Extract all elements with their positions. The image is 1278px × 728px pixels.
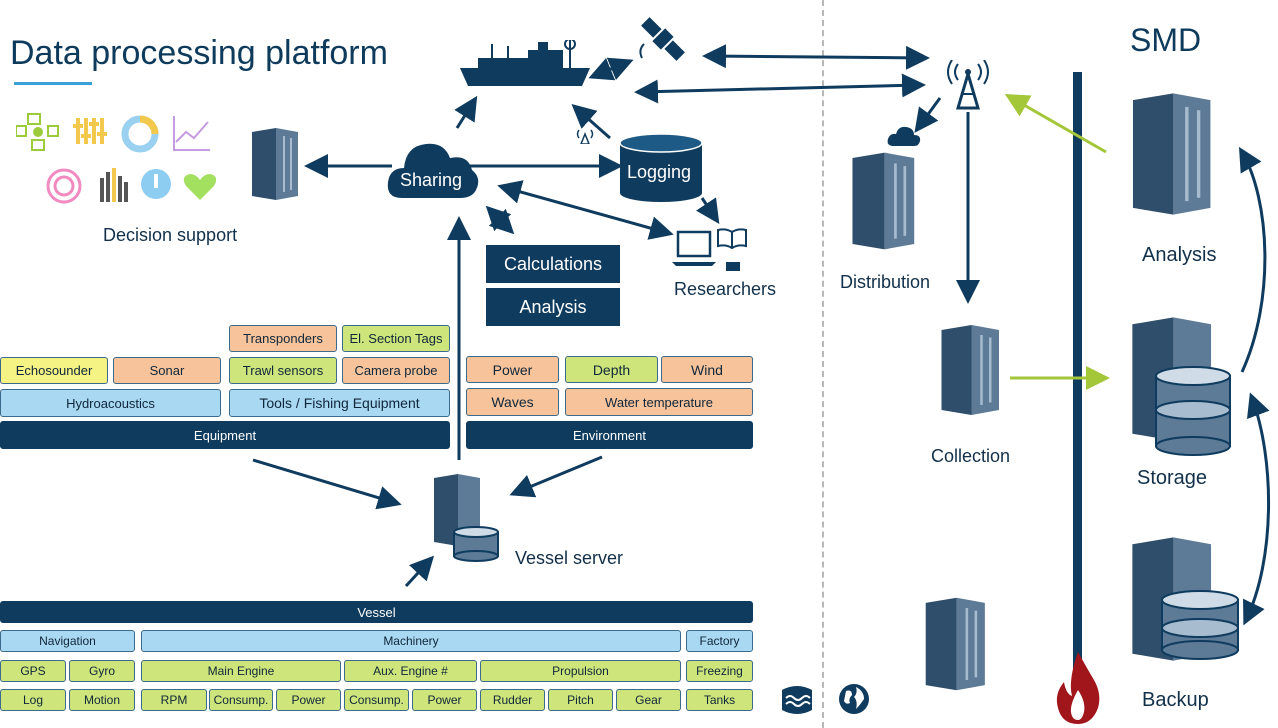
arrow-environment-vessel-server — [509, 455, 603, 498]
arrow-analysis-tower — [1004, 94, 1107, 154]
analysis-server-icon — [1132, 93, 1211, 215]
box-motion: Motion — [69, 689, 135, 711]
smd-backbone — [1073, 72, 1082, 672]
arrow-vessel-vessel-server — [404, 555, 435, 588]
box-gps: GPS — [0, 660, 66, 682]
distribution-label: Distribution — [840, 272, 931, 292]
arrow-logging-researchers — [696, 197, 720, 224]
box-navigation: Navigation — [0, 630, 135, 652]
box-camera-probe: Camera probe — [342, 357, 450, 384]
ship-icon — [460, 40, 590, 86]
arrow-sharing-researchers — [497, 180, 674, 240]
box-depth: Depth — [565, 356, 658, 383]
arrow-ship-tower — [634, 73, 926, 104]
arrow-ship-satellite — [588, 57, 634, 81]
box-echosounder: Echosounder — [0, 357, 108, 384]
smd-title: SMD — [1130, 22, 1202, 58]
collection-label: Collection — [931, 446, 1011, 466]
box-propulsion: Propulsion — [480, 660, 681, 682]
analysis-smd-label: Analysis — [1142, 244, 1217, 266]
target-icon — [46, 168, 82, 204]
researchers-label: Researchers — [674, 279, 777, 299]
backup-label-bg — [1124, 664, 1242, 726]
antenna-tower-icon — [947, 60, 989, 110]
box-el-section-tags: El. Section Tags — [342, 325, 450, 352]
arrow-tower-distribution — [914, 97, 942, 133]
sharing-label: Sharing — [400, 170, 463, 190]
vessel-database-icon — [453, 526, 499, 562]
sharing-cloud — [387, 143, 479, 198]
title-underline — [14, 82, 92, 85]
laptop-icon — [672, 228, 747, 271]
analysis-box: Analysis — [486, 288, 620, 326]
bar-chart-icon — [100, 168, 128, 202]
box-factory: Factory — [686, 630, 753, 652]
box-consump-aux: Consump. — [344, 689, 409, 711]
globe-icon — [839, 684, 869, 714]
equipment-header: Equipment — [0, 421, 450, 449]
calculations-box: Calculations — [486, 245, 620, 283]
donut-chart-icon — [121, 115, 159, 153]
box-power: Power — [466, 356, 559, 383]
box-power-main: Power — [276, 689, 341, 711]
people-network-icon — [15, 113, 59, 151]
line-chart-icon — [173, 116, 210, 151]
vessel-header: Vessel — [0, 601, 753, 623]
vessel-server-label: Vessel server — [515, 548, 624, 568]
arrow-sharing-calculations — [485, 205, 515, 235]
box-consump-main: Consump. — [209, 689, 273, 711]
unlabeled-server-icon — [925, 597, 985, 691]
section-divider — [822, 0, 824, 728]
box-machinery: Machinery — [141, 630, 681, 652]
collection-server-icon — [941, 325, 999, 415]
arrow-storage-backup — [1243, 392, 1270, 626]
arrow-sharing-ship — [454, 95, 478, 129]
backup-database-icon — [1161, 590, 1239, 660]
logging-database-icon — [619, 133, 703, 202]
storage-label: Storage — [1137, 467, 1208, 489]
box-trawl-sensors: Trawl sensors — [229, 357, 337, 384]
environment-header: Environment — [466, 421, 753, 449]
water-icon — [782, 686, 812, 714]
heart-icon — [183, 174, 217, 200]
box-rpm: RPM — [141, 689, 207, 711]
fire-icon — [1056, 652, 1100, 724]
box-main-engine: Main Engine — [141, 660, 341, 682]
arrow-analysis-storage — [1238, 146, 1267, 373]
satellite-icon — [639, 17, 685, 61]
box-tanks: Tanks — [686, 689, 753, 711]
book-icon — [717, 228, 747, 250]
logging-label: Logging — [627, 162, 692, 182]
box-gear: Gear — [616, 689, 681, 711]
box-freezing: Freezing — [686, 660, 753, 682]
box-water-temperature: Water temperature — [565, 388, 753, 416]
arrow-logging-ship — [571, 104, 611, 140]
box-waves: Waves — [466, 388, 559, 416]
thermometer-icon — [141, 169, 171, 199]
cloud-icon — [887, 126, 921, 146]
decision-server-icon — [252, 128, 298, 200]
box-pitch: Pitch — [548, 689, 613, 711]
small-antenna-icon — [576, 129, 594, 144]
arrow-satellite-tower — [702, 44, 930, 70]
box-log: Log — [0, 689, 66, 711]
box-wind: Wind — [661, 356, 753, 383]
distribution-server-icon — [852, 152, 915, 250]
page-title: Data processing platform — [10, 34, 388, 72]
storage-database-icon — [1155, 366, 1231, 456]
box-aux-engine: Aux. Engine # — [344, 660, 477, 682]
box-sonar: Sonar — [113, 357, 221, 384]
decision-support-label: Decision support — [103, 225, 238, 245]
box-transponders: Transponders — [229, 325, 337, 352]
decision-icons — [15, 112, 217, 208]
box-tools-fishing-equipment: Tools / Fishing Equipment — [229, 389, 450, 417]
box-gyro: Gyro — [69, 660, 135, 682]
backup-label: Backup — [1142, 689, 1209, 711]
sliders-icon — [73, 118, 107, 144]
box-rudder: Rudder — [480, 689, 545, 711]
box-power-aux: Power — [412, 689, 477, 711]
arrow-equipment-vessel-server — [252, 458, 402, 510]
box-hydroacoustics: Hydroacoustics — [0, 389, 221, 417]
